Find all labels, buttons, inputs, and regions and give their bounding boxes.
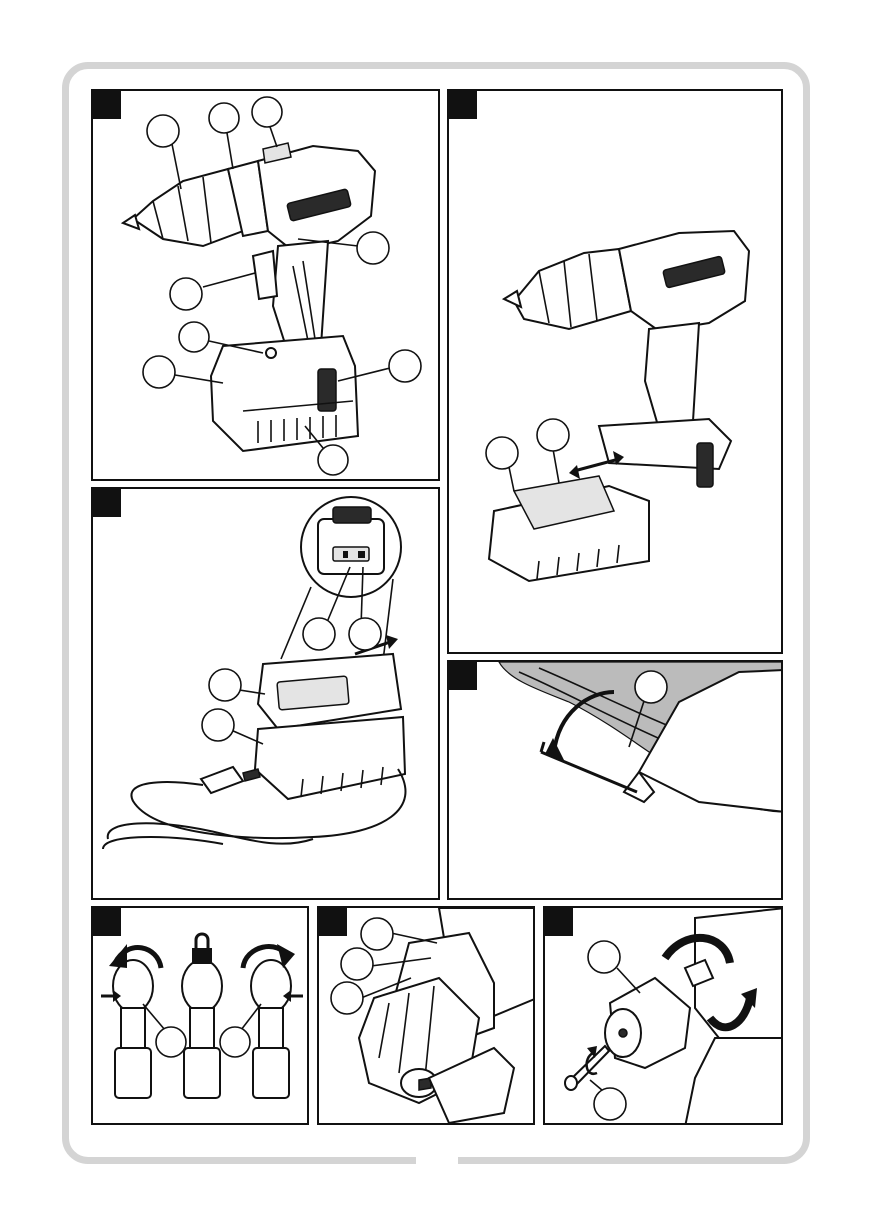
panel-direction-switch [91,906,309,1125]
callout-chuck [147,115,179,147]
drill-right [251,960,291,1098]
callout-battery [209,669,241,701]
panel-charger [91,487,440,900]
frame-gap [416,1151,458,1167]
charger-illustration [93,489,440,900]
drill-illustration [93,91,440,481]
callout-direction-switch [357,232,389,264]
callout-charger [202,709,234,741]
callout-gear-switch [361,918,393,950]
callout-chuck [588,941,620,973]
callout-chuck [331,982,363,1014]
panel-hex-key [447,660,783,900]
chuck-removal-illustration [545,908,783,1125]
drill-middle [182,960,222,1098]
callout-gear-switch [252,97,282,127]
panel-chuck-removal [543,906,783,1125]
panel-battery-insertion [447,89,783,654]
callout-charge-led-right [349,618,381,650]
callout-release-button [389,350,421,382]
torque-setting-illustration [319,908,535,1125]
callout-switch-left [156,1027,186,1057]
callout-torque-ring [209,103,239,133]
drill-left [113,960,153,1098]
padlock-icon [192,934,212,964]
direction-switch-illustration [93,908,309,1125]
callout-battery [143,356,175,388]
callout-battery-contacts [537,419,569,451]
push-arrow-icon [386,635,398,649]
callout-trigger [170,278,202,310]
hex-key-illustration [449,662,783,900]
callout-led [179,322,209,352]
callout-torque-ring [341,948,373,980]
callout-chuck [635,671,667,703]
callout-vents [318,445,348,475]
callout-charge-led-left [303,618,335,650]
callout-switch-right [220,1027,250,1057]
callout-battery [486,437,518,469]
panel-drill-overview [91,89,440,481]
panel-torque-setting [317,906,535,1125]
callout-screw [594,1088,626,1120]
battery-insertion-illustration [449,91,783,654]
